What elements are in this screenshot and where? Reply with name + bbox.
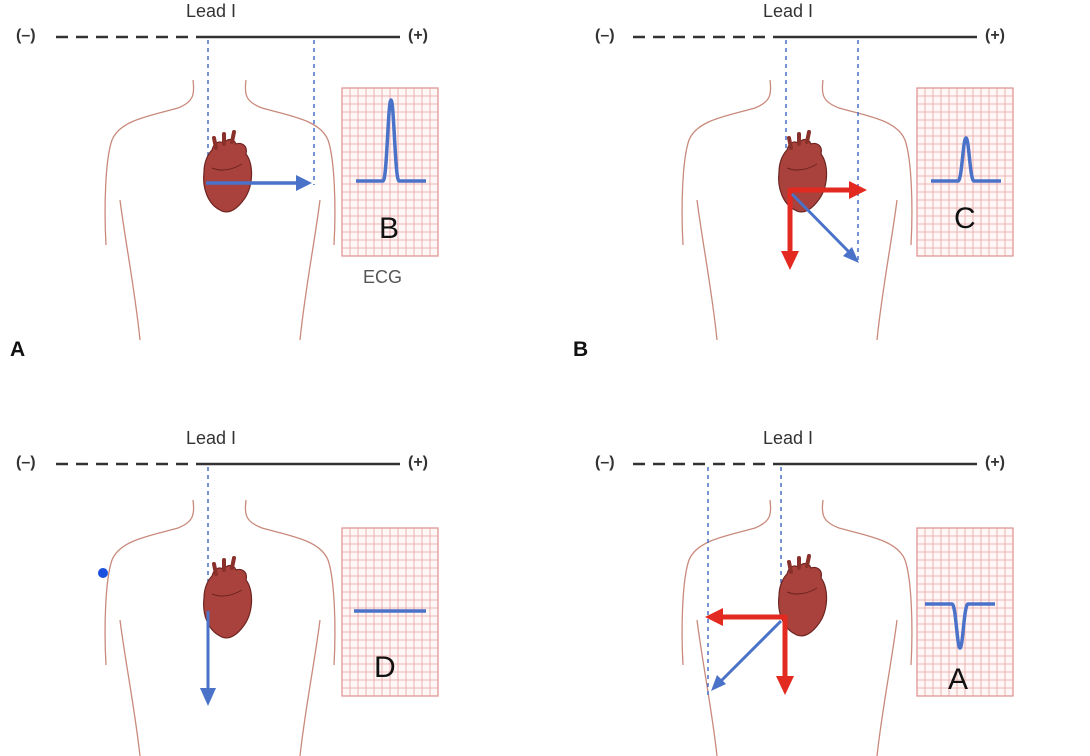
lead-title: Lead I bbox=[763, 1, 814, 21]
lead-positive-pole: (+) bbox=[985, 27, 1005, 44]
ecg-waveform bbox=[356, 98, 426, 183]
ecg-letter: C bbox=[954, 202, 976, 235]
ecg-grid-icon bbox=[341, 527, 439, 697]
lead-title: Lead I bbox=[186, 1, 237, 21]
ecg-waveform bbox=[931, 136, 1001, 183]
lead-negative-pole: (–) bbox=[595, 454, 615, 471]
heart-icon bbox=[778, 554, 828, 637]
torso-outline-icon bbox=[104, 79, 336, 341]
torso-outline-icon bbox=[681, 499, 913, 756]
lead-negative-pole: (–) bbox=[595, 27, 615, 44]
blue-marker-dot bbox=[98, 568, 108, 578]
panel-3-drawing bbox=[56, 462, 439, 756]
lead-title: Lead I bbox=[186, 428, 237, 448]
lead-negative-pole: (–) bbox=[16, 27, 36, 44]
horizontal-component-arrowhead bbox=[849, 181, 867, 199]
cardiac-vector-arrowhead bbox=[296, 175, 312, 191]
panel-2-drawing bbox=[633, 35, 1014, 341]
ecg-letter: A bbox=[948, 663, 969, 696]
heart-icon bbox=[203, 130, 253, 213]
ecg-letter: B bbox=[379, 212, 400, 245]
cardiac-vector-arrowhead bbox=[200, 688, 216, 706]
lead-positive-pole: (+) bbox=[408, 454, 428, 471]
torso-outline-icon bbox=[104, 499, 336, 756]
lead-positive-pole: (+) bbox=[408, 27, 428, 44]
panel-1-drawing bbox=[56, 35, 439, 341]
vertical-component-arrowhead bbox=[781, 251, 799, 270]
cardiac-vector-arrowhead bbox=[843, 247, 859, 263]
lead-positive-pole: (+) bbox=[985, 454, 1005, 471]
panel-4: Lead I (–) (+) A bbox=[545, 378, 1090, 756]
cardiac-vector-arrow bbox=[718, 619, 783, 684]
horizontal-component-arrowhead bbox=[705, 608, 723, 626]
lead-negative-pole: (–) bbox=[16, 454, 36, 471]
lead-title: Lead I bbox=[763, 428, 814, 448]
vertical-component-arrowhead bbox=[776, 676, 794, 695]
panel-label: A bbox=[10, 338, 26, 361]
panel-label: B bbox=[573, 338, 589, 361]
panel-3: Lead I (–) (+) D bbox=[0, 378, 545, 756]
ecg-grid-icon bbox=[916, 87, 1014, 257]
heart-icon bbox=[778, 130, 828, 213]
cardiac-vector-arrow bbox=[790, 192, 852, 255]
panel-2: Lead I (–) (+) C B bbox=[545, 0, 1090, 378]
heart-icon bbox=[203, 556, 253, 639]
ecg-letter: D bbox=[374, 651, 396, 684]
ecg-caption: ECG bbox=[363, 267, 403, 287]
torso-outline-icon bbox=[681, 79, 913, 341]
ecg-waveform bbox=[925, 602, 995, 650]
panel-1: Lead I (–) (+) B ECG A bbox=[0, 0, 545, 378]
panel-4-drawing bbox=[633, 462, 1014, 756]
cardiac-vector-arrowhead bbox=[711, 675, 726, 691]
